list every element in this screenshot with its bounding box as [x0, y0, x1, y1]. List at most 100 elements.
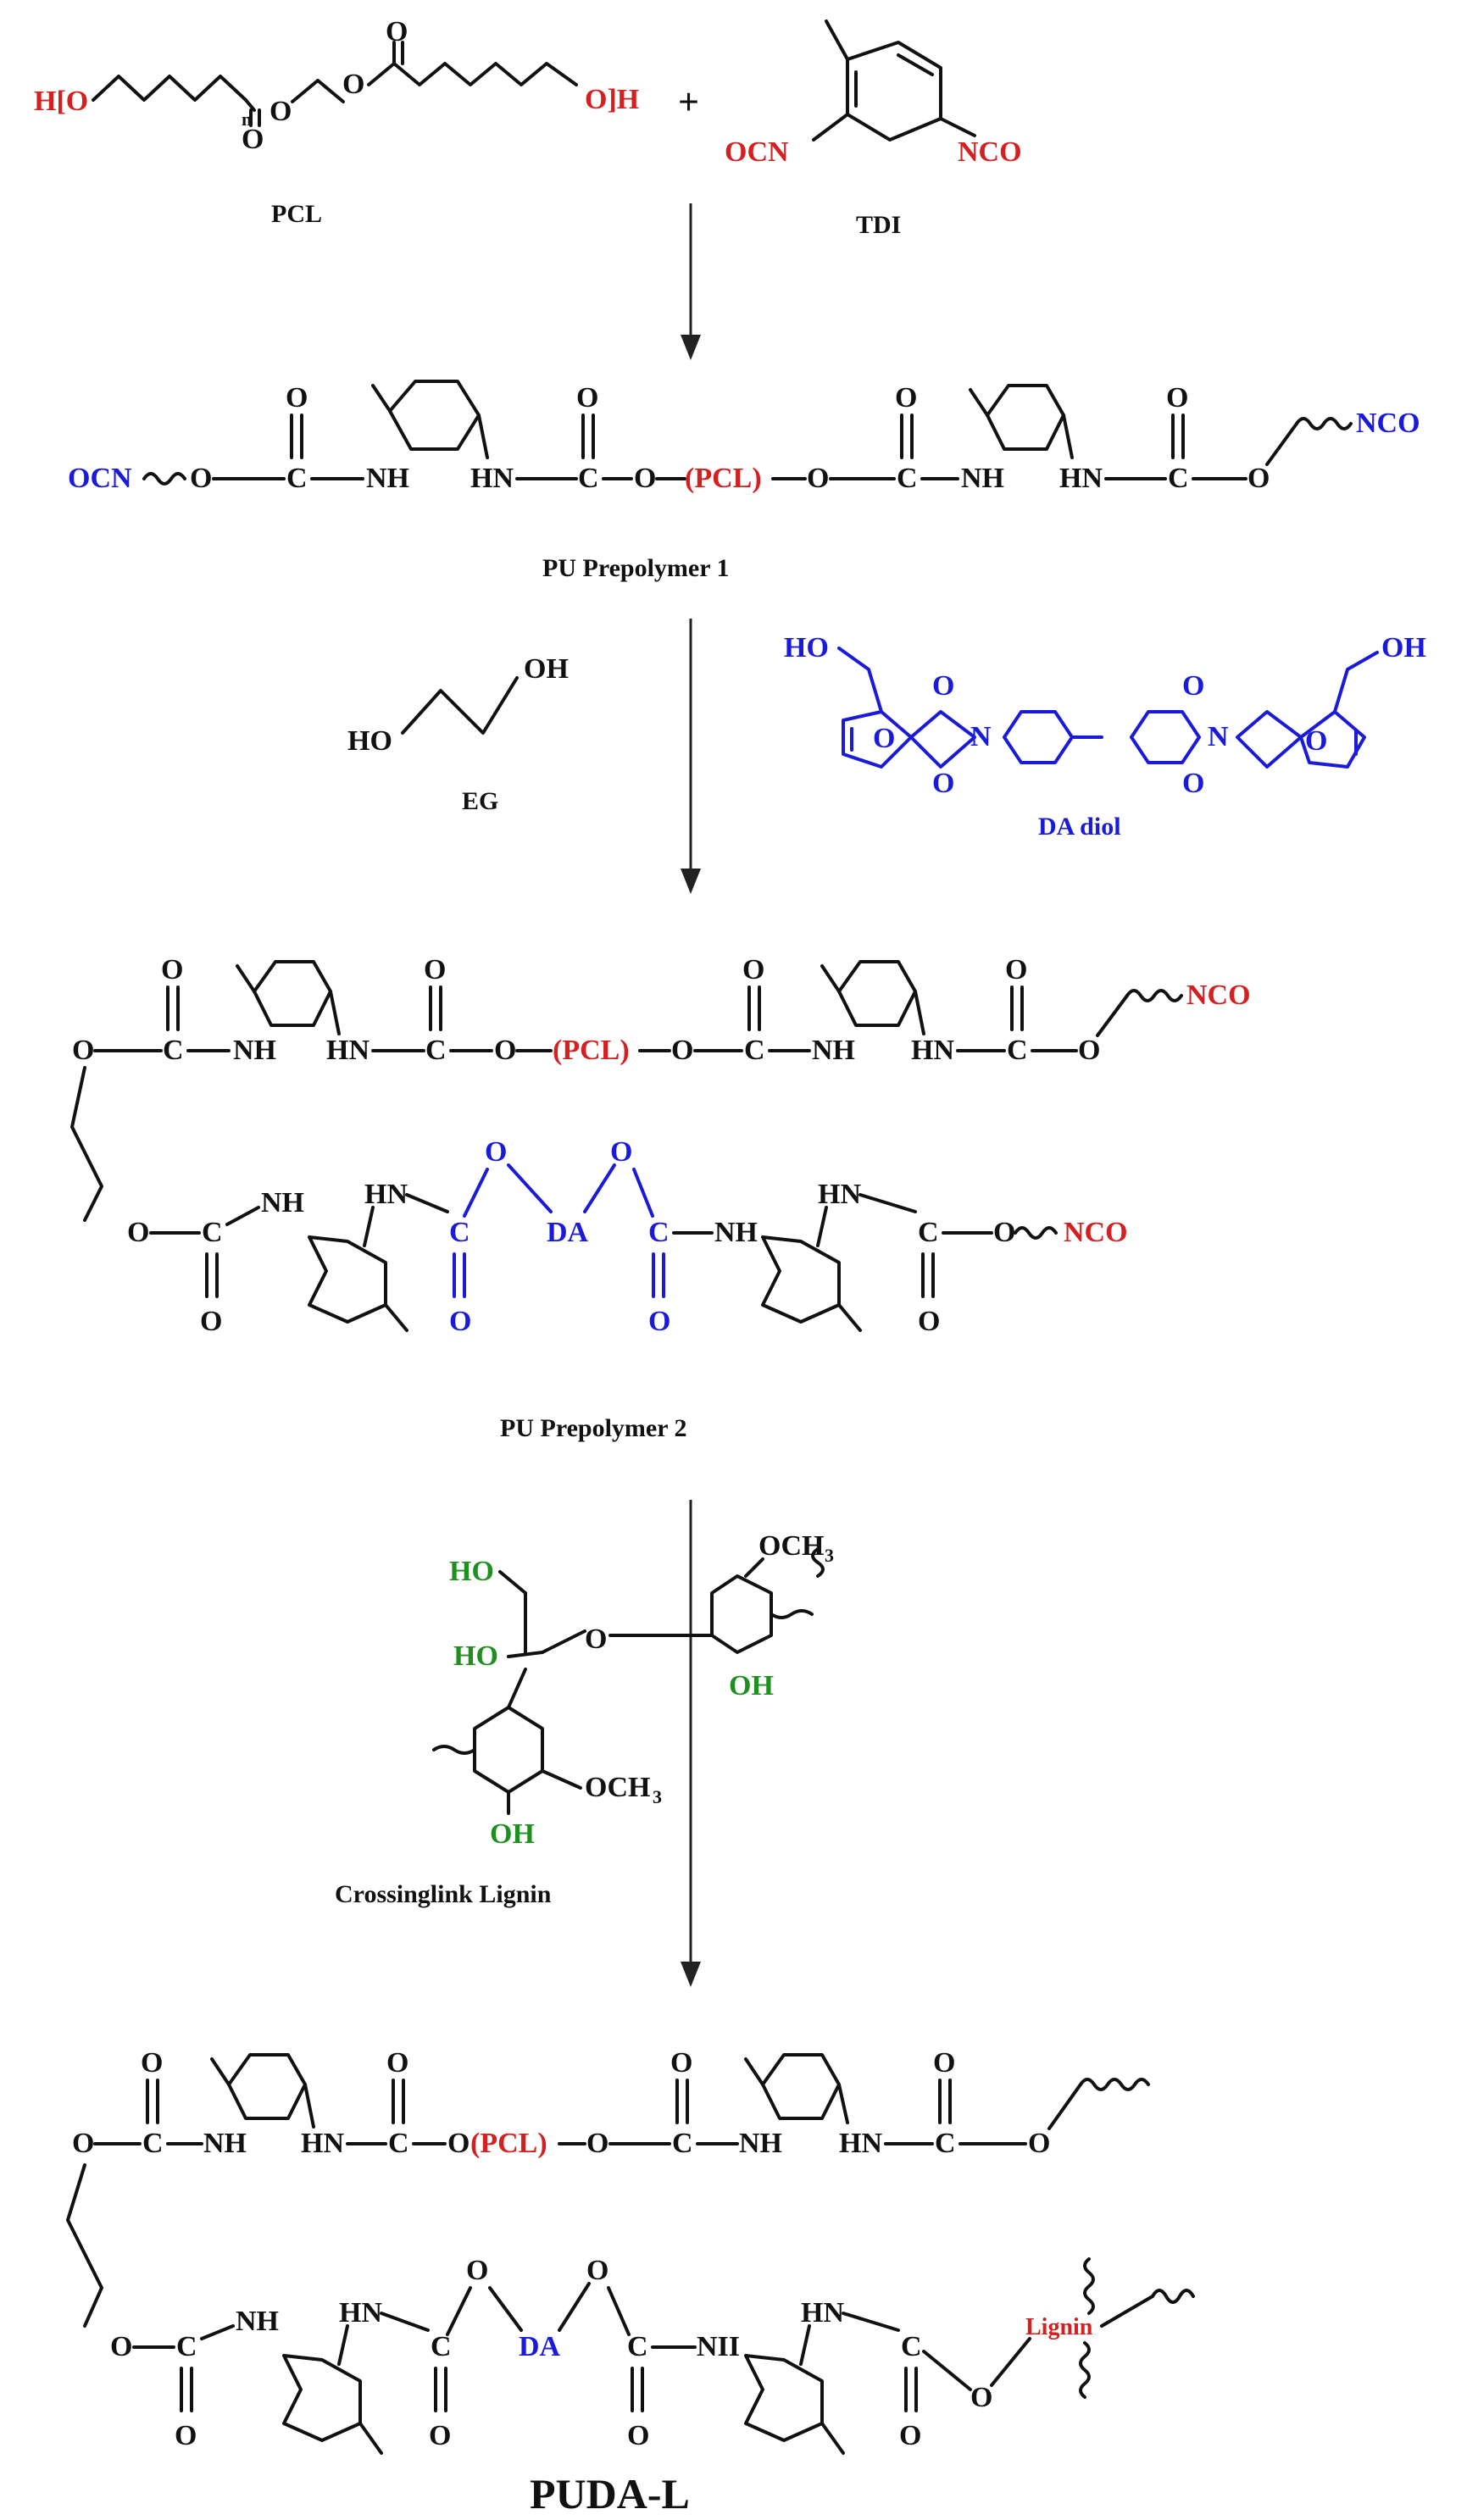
arrow-3-head	[681, 1962, 701, 1987]
pp1-o4: O	[634, 463, 656, 494]
puda-l-structure: O C O NH HN C O O (PCL) O C O NH HN C	[66, 2047, 1195, 2455]
p-o4: O	[447, 2128, 470, 2159]
pp2-o4: O	[494, 1035, 516, 1066]
pp2-nco-bottom: NCO	[1064, 1217, 1128, 1248]
da-o-bridge-1: O	[873, 723, 895, 754]
da-ho: HO	[784, 632, 829, 663]
pp2-nh1: NH	[233, 1035, 276, 1066]
p-nh2: NH	[739, 2128, 782, 2159]
p-c3: C	[672, 2128, 693, 2159]
p-lignin: Lignin	[1025, 2314, 1093, 2340]
p-o2: O	[141, 2047, 163, 2079]
pp2-o7: O	[1005, 954, 1027, 985]
da-n-2: N	[1208, 721, 1229, 752]
pp2-o9: O	[127, 1217, 149, 1248]
pp2-nh2: NH	[812, 1035, 855, 1066]
pp2-o11: O	[449, 1306, 471, 1337]
pp2-o2: O	[161, 954, 183, 985]
pp1-c3: C	[897, 463, 918, 494]
arrow-1-head	[681, 335, 701, 360]
pp2-hn2: HN	[911, 1035, 954, 1066]
p-c1: C	[142, 2128, 164, 2159]
plus-sign: +	[678, 81, 699, 123]
pcl-carbonyl-o: O	[242, 124, 264, 155]
pp2-hn3: HN	[364, 1179, 408, 1210]
p-o12: O	[466, 2255, 488, 2286]
pp2-o15: O	[918, 1306, 940, 1337]
p-c4: C	[935, 2128, 956, 2159]
tdi-nco: NCO	[958, 136, 1022, 168]
pp2-o12: O	[485, 1136, 507, 1168]
pp2-c1: C	[163, 1035, 184, 1066]
lignin-structure: HO OCH 3 HO O OH OCH 3 OH Crossinglink L…	[335, 1530, 834, 1908]
pp1-c2: C	[578, 463, 599, 494]
p-hn2: HN	[839, 2128, 882, 2159]
p-c5: C	[176, 2331, 197, 2362]
da-diol-structure: HO O O O N N O O O OH DA diol	[784, 632, 1426, 841]
pp1-o6: O	[895, 382, 917, 414]
da-n-1: N	[970, 721, 992, 752]
lignin-label: Crossinglink Lignin	[335, 1880, 552, 1908]
tdi-ocn: OCN	[725, 136, 789, 168]
p-o10: O	[175, 2420, 197, 2451]
pcl-n: n	[242, 108, 252, 130]
p-o15: O	[899, 2420, 921, 2451]
pp2-o1: O	[72, 1035, 94, 1066]
pp2-o10: O	[200, 1306, 222, 1337]
pp1-o5: O	[807, 463, 829, 494]
lig-o-ether: O	[585, 1624, 607, 1655]
pp2-nco-top: NCO	[1186, 980, 1251, 1011]
pcl-ester-o: O	[269, 96, 292, 127]
da-diol-label: DA diol	[1038, 813, 1121, 841]
p-o5: O	[586, 2128, 608, 2159]
da-o-1: O	[932, 670, 954, 702]
p-o3: O	[386, 2047, 408, 2079]
p-nh1: NH	[203, 2128, 247, 2159]
lig-oh-1: OH	[729, 1670, 774, 1701]
pp2-o13: O	[610, 1136, 632, 1168]
pp2-o3: O	[424, 954, 446, 985]
pp1-o7: O	[1166, 382, 1188, 414]
p-c6: C	[431, 2331, 452, 2362]
pp1-hn1: HN	[470, 463, 514, 494]
p-c8: C	[901, 2331, 922, 2362]
pcl-h-end: O]H	[585, 84, 639, 115]
p-da: DA	[519, 2331, 561, 2362]
pp2-c5: C	[202, 1217, 223, 1248]
pcl-structure: H[O O O n O O O]H PCL	[34, 16, 639, 228]
p-hn1: HN	[301, 2128, 344, 2159]
pp1-o2: O	[286, 382, 308, 414]
pp2-c7: C	[648, 1217, 670, 1248]
da-o-4: O	[1182, 768, 1204, 799]
prepolymer1-label: PU Prepolymer 1	[542, 554, 730, 582]
prepolymer2-label: PU Prepolymer 2	[500, 1414, 687, 1442]
pp2-c3: C	[744, 1035, 765, 1066]
lig-ho-1: HO	[449, 1556, 494, 1587]
da-oh: OH	[1381, 632, 1426, 663]
pp2-hn1: HN	[326, 1035, 370, 1066]
lig-oh-2: OH	[490, 1818, 535, 1850]
pcl-ester-o2: O	[342, 69, 364, 100]
pp1-pcl: (PCL)	[685, 463, 762, 494]
da-o-2: O	[932, 768, 954, 799]
pp1-ocn: OCN	[68, 463, 132, 494]
lig-och3-2: OCH	[585, 1772, 650, 1803]
lig-ho-2: HO	[453, 1640, 498, 1672]
da-o-bridge-2: O	[1305, 725, 1327, 757]
pp2-o14: O	[648, 1306, 670, 1337]
p-o7: O	[933, 2047, 955, 2079]
product-label: PUDA-L	[530, 2470, 690, 2517]
p-o9: O	[110, 2331, 132, 2362]
pp2-c2: C	[425, 1035, 447, 1066]
p-o11: O	[429, 2420, 451, 2451]
p-hn4: HN	[801, 2297, 844, 2329]
pcl-label: PCL	[271, 200, 322, 228]
p-o1: O	[72, 2128, 94, 2159]
eg-label: EG	[462, 787, 498, 815]
tdi-structure: OCN NCO TDI	[725, 19, 1022, 239]
lig-och3-2-sub: 3	[653, 1786, 662, 1807]
pp1-o1: O	[190, 463, 212, 494]
p-nii: NII	[697, 2331, 740, 2362]
pp2-c8: C	[918, 1217, 939, 1248]
